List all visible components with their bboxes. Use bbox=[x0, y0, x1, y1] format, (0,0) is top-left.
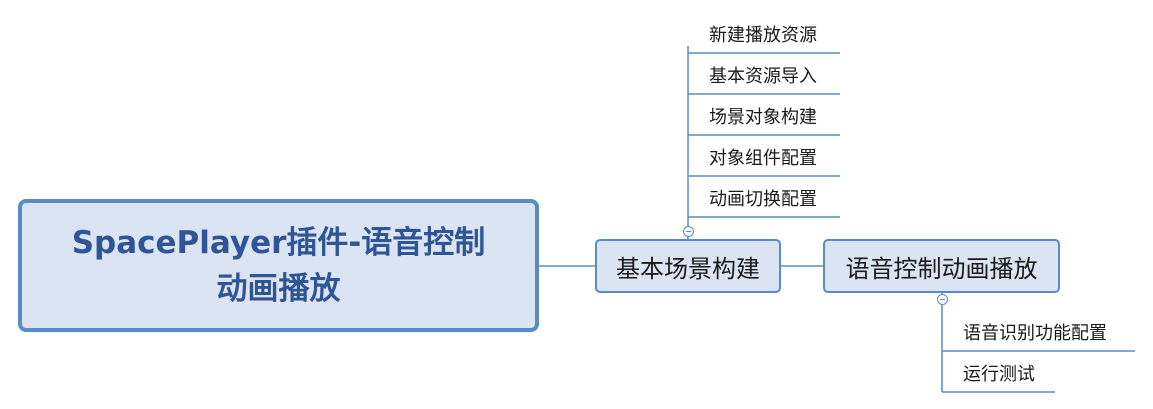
root-topic-text: SpacePlayer插件-语音控制 动画播放 bbox=[72, 220, 486, 312]
topic-voice-animation[interactable]: 语音控制动画播放 bbox=[823, 239, 1060, 293]
subtopic-build-scene-objects[interactable]: 场景对象构建 bbox=[709, 107, 817, 128]
collapse-minus-icon[interactable] bbox=[683, 226, 694, 237]
root-topic[interactable]: SpacePlayer插件-语音控制 动画播放 bbox=[18, 199, 539, 332]
topic-basic-scene-label: 基本场景构建 bbox=[616, 254, 760, 283]
subtopic-import-resource[interactable]: 基本资源导入 bbox=[709, 66, 817, 87]
subtopic-run-test[interactable]: 运行测试 bbox=[963, 364, 1035, 385]
topic-basic-scene[interactable]: 基本场景构建 bbox=[595, 239, 781, 293]
root-topic-line2: 动画播放 bbox=[216, 270, 341, 307]
collapse-minus-icon[interactable] bbox=[937, 294, 948, 305]
subtopic-config-components[interactable]: 对象组件配置 bbox=[709, 148, 817, 169]
root-topic-line1: SpacePlayer插件-语音控制 bbox=[71, 224, 486, 261]
subtopic-config-anim-switch[interactable]: 动画切换配置 bbox=[709, 189, 817, 210]
subtopic-new-resource[interactable]: 新建播放资源 bbox=[709, 25, 817, 46]
subtopic-voice-recognition-config[interactable]: 语音识别功能配置 bbox=[963, 323, 1107, 344]
topic-voice-animation-label: 语音控制动画播放 bbox=[845, 254, 1038, 283]
